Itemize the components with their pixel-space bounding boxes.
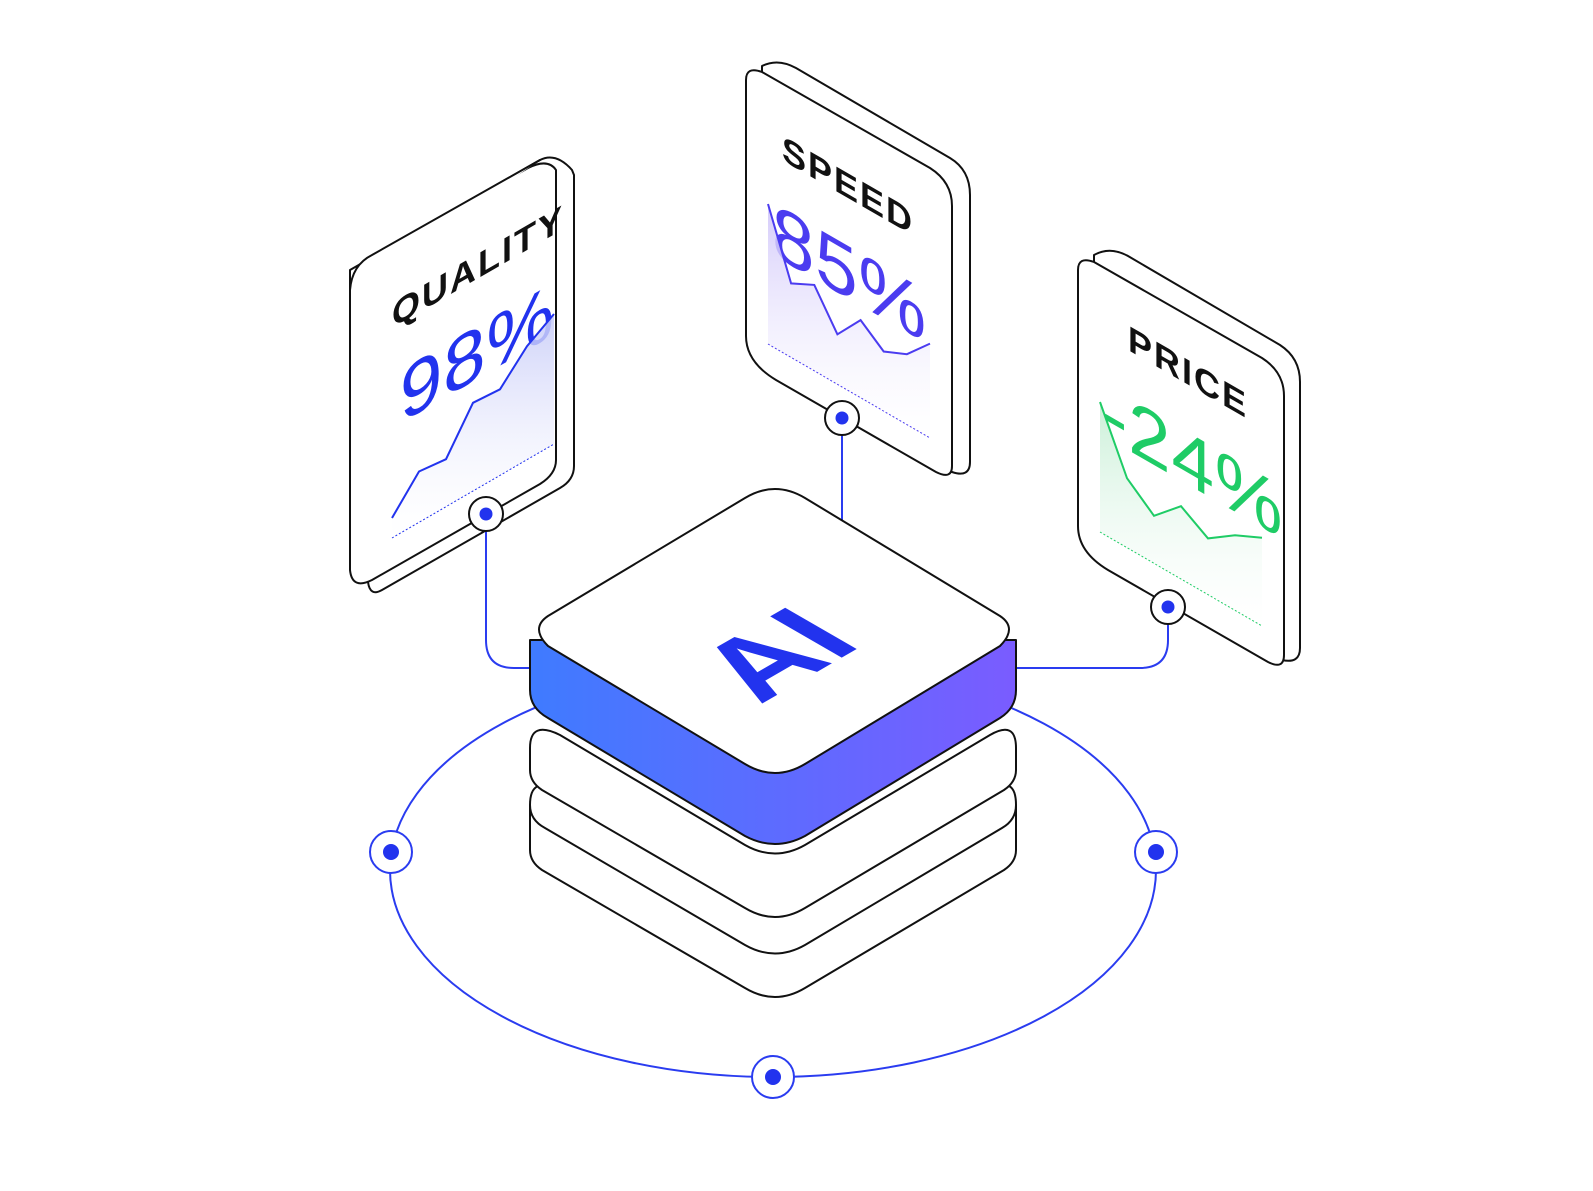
card-speed-chart-baseline [767,343,931,439]
connector-node-icon [1150,589,1186,625]
card-quality-chart-baseline [391,443,555,539]
orbit-node-icon [369,830,413,874]
orbit-node-icon [751,1055,795,1099]
card-quality-chart-line [391,313,555,519]
card-speed-chart-line [767,203,931,356]
connector-node-icon [468,496,504,532]
card-price-chart-line [1099,401,1263,540]
wire-quality [485,514,532,669]
wire-price [1014,607,1169,669]
card-speed-chart-area [768,204,930,438]
card-speed: SPEED 85% [745,61,971,476]
card-quality-chart-area [392,314,554,538]
connector-node-icon [824,400,860,436]
card-price-chart-baseline [1099,531,1263,627]
card-quality: QUALITY 98% [349,156,575,594]
orbit-node-icon [1134,830,1178,874]
card-price-chart-area [1100,402,1262,626]
ai-block-top [538,488,1010,774]
stack-layer-middle [529,728,1017,918]
card-price: PRICE -24% [1077,249,1301,666]
